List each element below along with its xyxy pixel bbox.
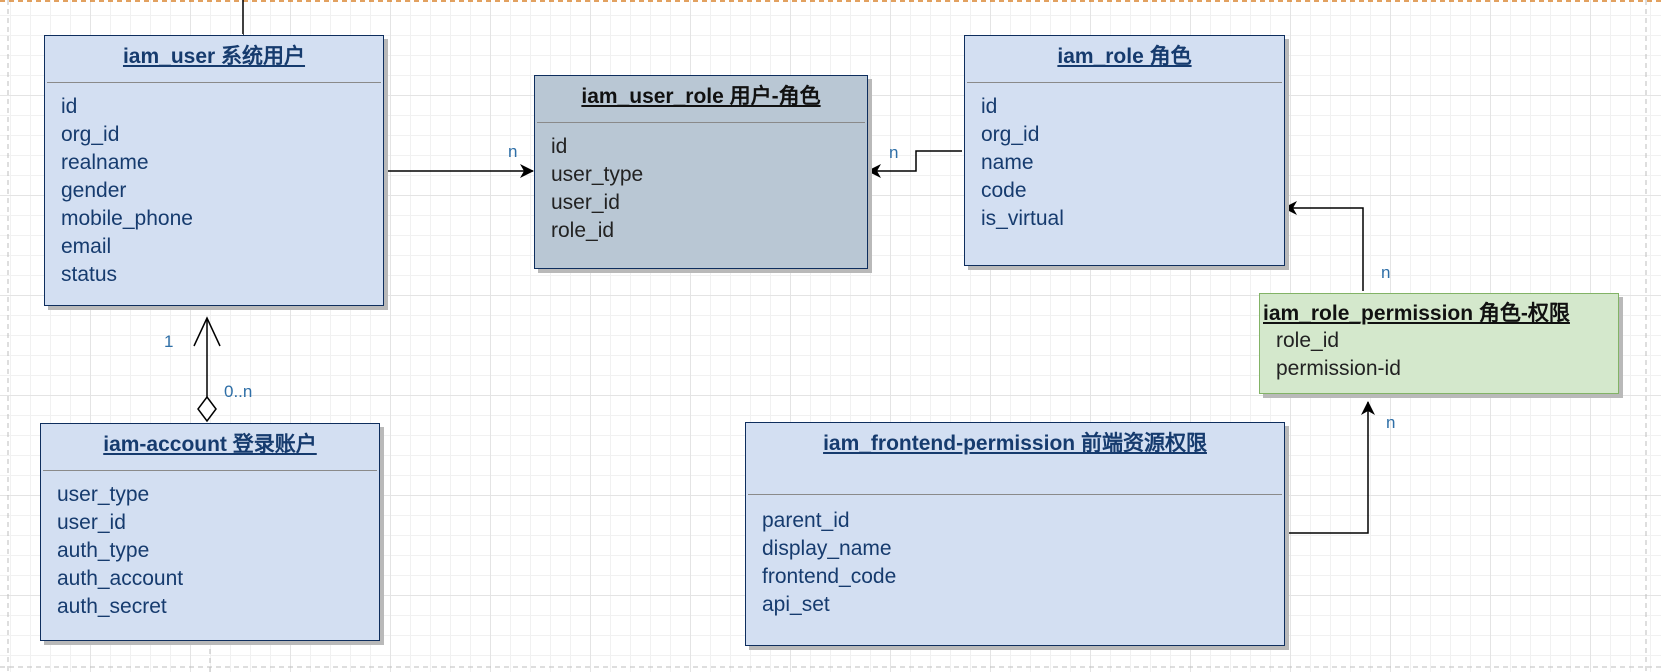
field-list: parent_id display_name frontend_code api… xyxy=(746,495,1284,619)
entity-divider xyxy=(47,82,381,83)
field: id xyxy=(61,95,78,118)
field: permission-id xyxy=(1276,357,1401,380)
field: user_id xyxy=(57,511,126,534)
field: frontend_code xyxy=(762,565,897,588)
field: is_virtual xyxy=(981,207,1064,230)
entity-title: iam_frontend-permission 前端资源权限 xyxy=(823,432,1207,455)
entity-divider xyxy=(43,470,377,471)
entity-divider xyxy=(537,122,865,123)
field: user_type xyxy=(551,163,644,186)
field: code xyxy=(981,179,1027,202)
edge-frontend-to-roleperm[interactable] xyxy=(1284,401,1375,534)
field: role_id xyxy=(1276,329,1340,352)
field: user_type xyxy=(57,483,150,506)
field: org_id xyxy=(61,123,120,146)
edge-role-to-userrole[interactable] xyxy=(867,150,962,178)
entity-iam-role-permission[interactable]: iam_role_permission 角色-权限 role_id permis… xyxy=(1259,293,1619,394)
entity-title: iam_role 角色 xyxy=(1057,45,1192,68)
field-list: role_id permission-id xyxy=(1260,326,1618,383)
field-list: id user_type user_id role_id xyxy=(535,123,867,245)
field: parent_id xyxy=(762,509,850,532)
field: role_id xyxy=(551,219,615,242)
entity-title: iam_role_permission 角色-权限 xyxy=(1263,302,1570,325)
field: org_id xyxy=(981,123,1040,146)
field: auth_account xyxy=(57,567,184,590)
cardinality-label: 1 xyxy=(164,332,174,351)
aggregation-diamond xyxy=(197,395,217,423)
field: auth_secret xyxy=(57,595,167,618)
entity-title: iam-account 登录账户 xyxy=(103,433,317,456)
field-list: id org_id realname gender mobile_phone e… xyxy=(45,83,383,289)
entity-iam-account[interactable]: iam-account 登录账户 user_type user_id auth_… xyxy=(40,423,380,641)
field: name xyxy=(981,151,1034,174)
entity-title: iam_user_role 用户-角色 xyxy=(581,85,821,108)
field: status xyxy=(61,263,118,286)
entity-divider xyxy=(967,82,1282,83)
cardinality-label: 0..n xyxy=(224,382,253,401)
entity-iam-user[interactable]: iam_user 系统用户 id org_id realname gender … xyxy=(44,35,384,306)
cardinality-label: n xyxy=(508,142,518,161)
field: auth_type xyxy=(57,539,150,562)
field-list: id org_id name code is_virtual xyxy=(965,83,1284,233)
field: id xyxy=(551,135,568,158)
edge-account-to-user[interactable] xyxy=(193,316,221,423)
cardinality-label: n xyxy=(1386,413,1396,432)
entity-iam-frontend-permission[interactable]: iam_frontend-permission 前端资源权限 parent_id… xyxy=(745,422,1285,646)
entity-divider xyxy=(748,494,1282,495)
field: api_set xyxy=(762,593,830,616)
entity-iam-role[interactable]: iam_role 角色 id org_id name code is_virtu… xyxy=(964,35,1285,266)
open-arrow-head xyxy=(193,316,221,347)
cardinality-label: n xyxy=(1381,263,1391,282)
field: id xyxy=(981,95,998,118)
field: realname xyxy=(61,151,149,174)
field-list: user_type user_id auth_type auth_account… xyxy=(41,471,379,621)
field: user_id xyxy=(551,191,620,214)
field: display_name xyxy=(762,537,892,560)
cardinality-label: n xyxy=(889,143,899,162)
field: email xyxy=(61,235,112,258)
entity-title: iam_user 系统用户 xyxy=(122,45,306,68)
edge-roleperm-to-role[interactable] xyxy=(1283,201,1364,291)
entity-iam-user-role[interactable]: iam_user_role 用户-角色 id user_type user_id… xyxy=(534,75,868,269)
field: mobile_phone xyxy=(61,207,193,230)
field: gender xyxy=(61,179,127,202)
